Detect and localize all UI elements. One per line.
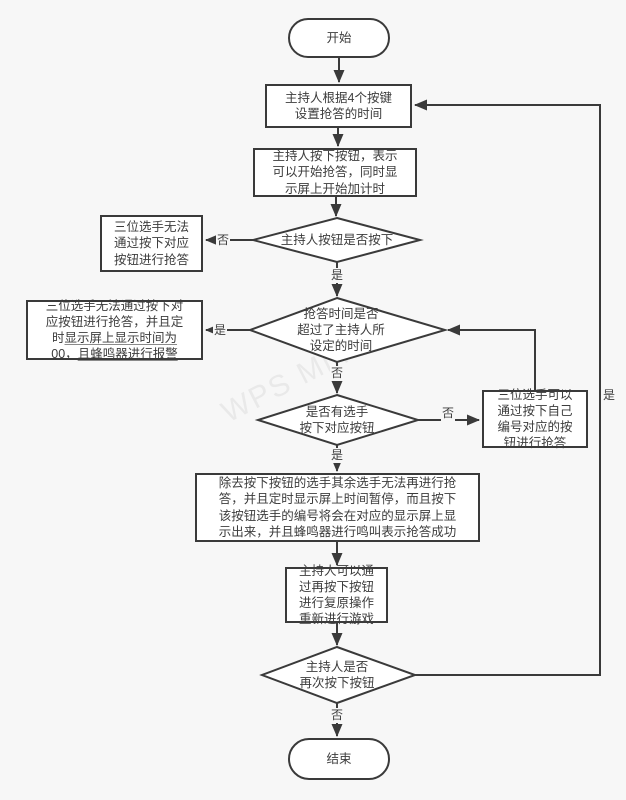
edge-label-again-yes: 是 <box>602 388 617 404</box>
edge-label-again-no: 否 <box>330 708 345 724</box>
start-terminator: 开始 <box>288 18 390 58</box>
timeout-alarm-line3-underlined: 显示屏上显示时间为 <box>64 331 178 345</box>
decision-host-button-pressed-shape <box>249 216 424 264</box>
decision-time-exceeded-shape <box>247 296 449 364</box>
process-players-can-answer: 三位选手可以 通过按下自己 编号对应的按 钮进行抢答 <box>482 388 588 450</box>
process-players-cannot-answer-label: 三位选手无法 通过按下对应 按钮进行抢答 <box>113 220 189 267</box>
process-reset-game: 主持人可以通 过再按下按钮 进行复原操作 重新进行游戏 <box>285 564 388 626</box>
decision-host-button-pressed-label: 主持人按钮是否按下 <box>280 232 394 247</box>
edge-label-exceeded-no: 否 <box>330 366 345 382</box>
edge-label-host-yes: 是 <box>330 268 345 284</box>
end-terminator: 结束 <box>288 738 390 780</box>
start-label: 开始 <box>326 30 352 45</box>
timeout-alarm-line4-pre: 00， <box>51 347 78 362</box>
process-host-press-label: 主持人按下按钮，表示 可以开始抢答，同时显 示屏上开始加计时 <box>272 149 398 196</box>
decision-press-again-shape <box>259 645 418 705</box>
process-players-can-answer-label: 三位选手可以 通过按下自己 编号对应的按 钮进行抢答 <box>497 387 573 451</box>
process-host-press: 主持人按下按钮，表示 可以开始抢答，同时显 示屏上开始加计时 <box>253 148 417 197</box>
process-players-cannot-answer: 三位选手无法 通过按下对应 按钮进行抢答 <box>100 215 203 272</box>
edge-label-exceeded-yes: 是 <box>213 323 228 339</box>
edge-label-player-yes: 是 <box>330 448 345 464</box>
connector-cananswer-decision2 <box>447 324 536 390</box>
process-reset-game-label: 主持人可以通 过再按下按钮 进行复原操作 重新进行游戏 <box>298 563 374 627</box>
edge-label-player-no: 否 <box>441 406 456 422</box>
end-label: 结束 <box>326 751 352 766</box>
process-set-time-label: 主持人根据4个按键 设置抢答的时间 <box>285 90 392 121</box>
connector-decision4-yes-loop <box>414 99 601 676</box>
timeout-alarm-line1: 三位选手无法通过按下对 <box>45 298 184 313</box>
timeout-alarm-line4: 00，且蜂鸣器进行报警 <box>51 346 177 362</box>
decision-player-pressed-label: 是否有选手 按下对应按钮 <box>299 404 375 435</box>
timeout-alarm-line4-underlined: 且蜂鸣器进行报警 <box>77 347 178 362</box>
timeout-alarm-line3-pre: 时 <box>51 331 65 345</box>
decision-time-exceeded-label: 抢答时间是否 超过了主持人所 设定的时间 <box>297 306 385 354</box>
edge-label-host-no: 否 <box>216 233 231 249</box>
timeout-alarm-line3: 时显示屏上显示时间为 <box>52 330 177 346</box>
process-answer-success-label: 除去按下按钮的选手其余选手无法再进行抢 答，并且定时显示屏上时间暂停，而且按下 … <box>218 476 457 539</box>
process-timeout-alarm: 三位选手无法通过按下对 应按钮进行抢答，并且定 时显示屏上显示时间为 00，且蜂… <box>26 298 203 362</box>
decision-press-again-label: 主持人是否 再次按下按钮 <box>299 659 375 690</box>
process-set-time: 主持人根据4个按键 设置抢答的时间 <box>265 84 412 128</box>
timeout-alarm-line2: 应按钮进行抢答，并且定 <box>45 314 184 329</box>
process-answer-success: 除去按下按钮的选手其余选手无法再进行抢 答，并且定时显示屏上时间暂停，而且按下 … <box>195 473 480 542</box>
decision-player-pressed-shape <box>254 393 422 447</box>
